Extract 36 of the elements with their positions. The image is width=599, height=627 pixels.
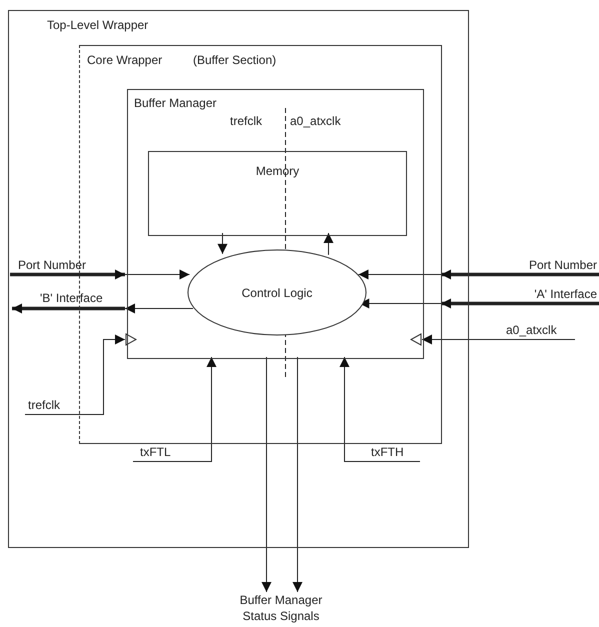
edge-label: txFTL [140,445,171,459]
signal-arrow [24,334,126,415]
logic-ellipse [187,249,367,336]
edge-label: a0_atxclk [506,323,557,337]
box-subtitle: (Buffer Section) [193,53,276,67]
edge-label: 'B' Interface [40,291,103,305]
signal-arrow [324,232,334,256]
signal-arrow [12,304,125,314]
signal-arrow [340,356,420,462]
edge-label: trefclk [28,398,60,412]
signal-arrow [292,356,302,592]
signal-arrow [124,304,194,314]
edge-label: Port Number [18,258,86,272]
box-title: Core Wrapper [87,53,162,67]
wrapper-box [8,10,469,548]
signal-arrow [10,270,125,280]
module-box [127,89,424,359]
edge-label: txFTH [371,445,404,459]
box-title: Buffer Manager [134,96,216,110]
signal-arrow [218,232,228,254]
clock-label: trefclk [230,114,262,128]
signal-arrow [132,356,216,462]
signal-arrow [262,356,272,592]
box-title: Top-Level Wrapper [47,18,148,32]
clock-label: a0_atxclk [290,114,341,128]
edge-label: Port Number [528,258,597,272]
signal-arrow [422,334,576,344]
box-title: Memory [256,164,300,178]
signal-arrow [441,298,599,308]
box-title: Control Logic [242,286,312,300]
signal-arrow [358,270,442,280]
memory-box [148,151,407,236]
edge-label: 'A' Interface [534,287,597,301]
signal-arrow [124,270,190,280]
signal-arrow [441,270,599,280]
signal-label: Buffer Manager Status Signals [222,592,340,624]
